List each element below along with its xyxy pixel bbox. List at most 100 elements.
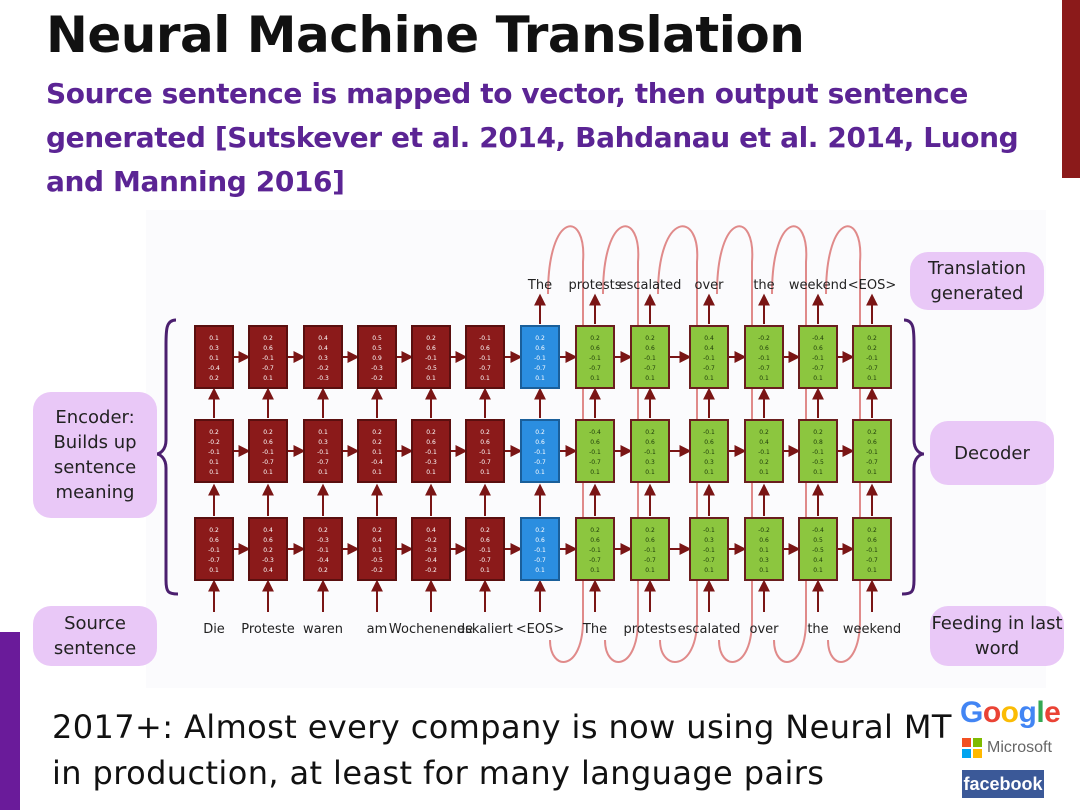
hidden-state-vector: -0.20.6-0.1-0.70.1 bbox=[744, 325, 784, 389]
vector-value: -0.7 bbox=[479, 459, 491, 466]
vector-value: 0.1 bbox=[704, 567, 714, 574]
vector-value: -0.1 bbox=[812, 355, 824, 362]
vector-cell bbox=[798, 419, 838, 483]
vector-value: -0.7 bbox=[534, 557, 546, 564]
vector-cell bbox=[357, 325, 397, 389]
vector-value: 0.1 bbox=[759, 567, 769, 574]
google-logo-letter: o bbox=[1000, 696, 1019, 729]
vector-value: 0.1 bbox=[209, 567, 219, 574]
vector-cell bbox=[357, 419, 397, 483]
vector-value: 0.6 bbox=[535, 439, 545, 446]
hidden-state-vector: 0.20.20.1-0.40.1 bbox=[357, 419, 397, 483]
vector-value: 0.4 bbox=[704, 345, 714, 352]
vector-value: 0.2 bbox=[759, 459, 769, 466]
vector-cell bbox=[303, 325, 343, 389]
hidden-state-vector: 0.20.6-0.1-0.70.1 bbox=[852, 419, 892, 483]
vector-cell bbox=[520, 517, 560, 581]
vector-value: -0.1 bbox=[317, 449, 329, 456]
vector-value: -0.1 bbox=[479, 547, 491, 554]
vector-value: -0.1 bbox=[262, 355, 274, 362]
output-word: <EOS> bbox=[848, 278, 896, 293]
vector-value: 0.2 bbox=[209, 429, 219, 436]
vector-value: -0.4 bbox=[812, 527, 824, 534]
vector-value: 0.1 bbox=[645, 469, 655, 476]
vector-value: -0.1 bbox=[589, 547, 601, 554]
vector-cell bbox=[744, 419, 784, 483]
vector-value: 0.2 bbox=[590, 527, 600, 534]
hidden-state-vector: 0.20.6-0.1-0.70.1 bbox=[520, 517, 560, 581]
vector-value: -0.1 bbox=[589, 355, 601, 362]
vector-value: 0.2 bbox=[867, 335, 877, 342]
vector-value: -0.7 bbox=[479, 557, 491, 564]
vector-value: 0.2 bbox=[209, 375, 219, 382]
microsoft-logo-text: Microsoft bbox=[987, 739, 1052, 756]
vector-value: 0.1 bbox=[372, 449, 382, 456]
vector-value: -0.4 bbox=[371, 459, 383, 466]
hidden-state-vector: -0.10.3-0.1-0.70.1 bbox=[689, 517, 729, 581]
vector-value: 0.3 bbox=[318, 439, 328, 446]
bottom-statement: 2017+: Almost every company is now using… bbox=[52, 708, 952, 792]
vector-value: 0.1 bbox=[645, 567, 655, 574]
slide-title: Neural Machine Translation bbox=[46, 6, 805, 64]
vector-value: -0.7 bbox=[317, 459, 329, 466]
vector-value: 0.1 bbox=[263, 375, 273, 382]
vector-cell bbox=[520, 325, 560, 389]
vector-value: 0.1 bbox=[590, 567, 600, 574]
output-word: over bbox=[695, 278, 725, 293]
vector-value: 0.1 bbox=[480, 375, 490, 382]
vector-value: -0.1 bbox=[589, 449, 601, 456]
vector-value: 0.1 bbox=[813, 567, 823, 574]
vector-value: -0.7 bbox=[644, 365, 656, 372]
vector-value: 0.1 bbox=[209, 335, 219, 342]
vector-value: -0.2 bbox=[371, 375, 383, 382]
vector-value: 0.2 bbox=[480, 429, 490, 436]
decoder-input-word: escalated bbox=[678, 622, 741, 637]
hidden-state-vector: 0.10.3-0.1-0.70.1 bbox=[303, 419, 343, 483]
vector-value: 0.1 bbox=[867, 375, 877, 382]
vector-value: -0.7 bbox=[589, 365, 601, 372]
vector-value: 0.2 bbox=[318, 527, 328, 534]
vector-value: 0.9 bbox=[372, 355, 382, 362]
vector-value: -0.5 bbox=[812, 547, 824, 554]
vector-value: 0.1 bbox=[209, 469, 219, 476]
vector-cell bbox=[852, 419, 892, 483]
microsoft-windows-icon bbox=[962, 738, 982, 758]
hidden-state-vector: 0.20.6-0.1-0.50.1 bbox=[411, 325, 451, 389]
vector-value: -0.2 bbox=[758, 527, 770, 534]
vector-value: -0.1 bbox=[703, 449, 715, 456]
hidden-state-vector: 0.40.40.3-0.2-0.3 bbox=[303, 325, 343, 389]
vector-cell bbox=[303, 517, 343, 581]
vector-value: 0.1 bbox=[209, 355, 219, 362]
vector-value: 0.6 bbox=[426, 439, 436, 446]
vector-value: -0.7 bbox=[812, 365, 824, 372]
hidden-state-vector: 0.20.40.1-0.5-0.2 bbox=[357, 517, 397, 581]
vector-cell bbox=[411, 517, 451, 581]
decoder-input-word: protests bbox=[623, 622, 676, 637]
hidden-state-vector: 0.20.6-0.1-0.70.1 bbox=[520, 419, 560, 483]
facebook-logo: facebook bbox=[962, 770, 1044, 798]
vector-value: 0.1 bbox=[426, 375, 436, 382]
vector-value: 0.4 bbox=[318, 335, 328, 342]
vector-value: 0.6 bbox=[590, 439, 600, 446]
hidden-state-vector: 0.20.6-0.1-0.30.1 bbox=[411, 419, 451, 483]
vector-value: -0.1 bbox=[534, 355, 546, 362]
vector-value: 0.1 bbox=[759, 547, 769, 554]
hidden-state-vector: -0.40.6-0.1-0.70.1 bbox=[575, 419, 615, 483]
vector-value: 0.6 bbox=[645, 439, 655, 446]
output-word: weekend bbox=[789, 278, 847, 293]
vector-value: 0.1 bbox=[813, 469, 823, 476]
vector-value: 0.1 bbox=[813, 375, 823, 382]
vector-cell bbox=[689, 517, 729, 581]
vector-value: 0.4 bbox=[813, 557, 823, 564]
vector-value: -0.1 bbox=[866, 547, 878, 554]
microsoft-logo: Microsoft bbox=[962, 738, 1052, 758]
vector-value: 0.2 bbox=[759, 429, 769, 436]
vector-cell bbox=[465, 419, 505, 483]
feedback-loop-arrow bbox=[547, 225, 585, 663]
vector-cell bbox=[194, 325, 234, 389]
vector-value: 0.2 bbox=[263, 547, 273, 554]
vector-value: -0.3 bbox=[425, 459, 437, 466]
vector-value: 0.4 bbox=[704, 335, 714, 342]
decoder-input-word: over bbox=[750, 622, 780, 637]
vector-value: 0.1 bbox=[590, 375, 600, 382]
